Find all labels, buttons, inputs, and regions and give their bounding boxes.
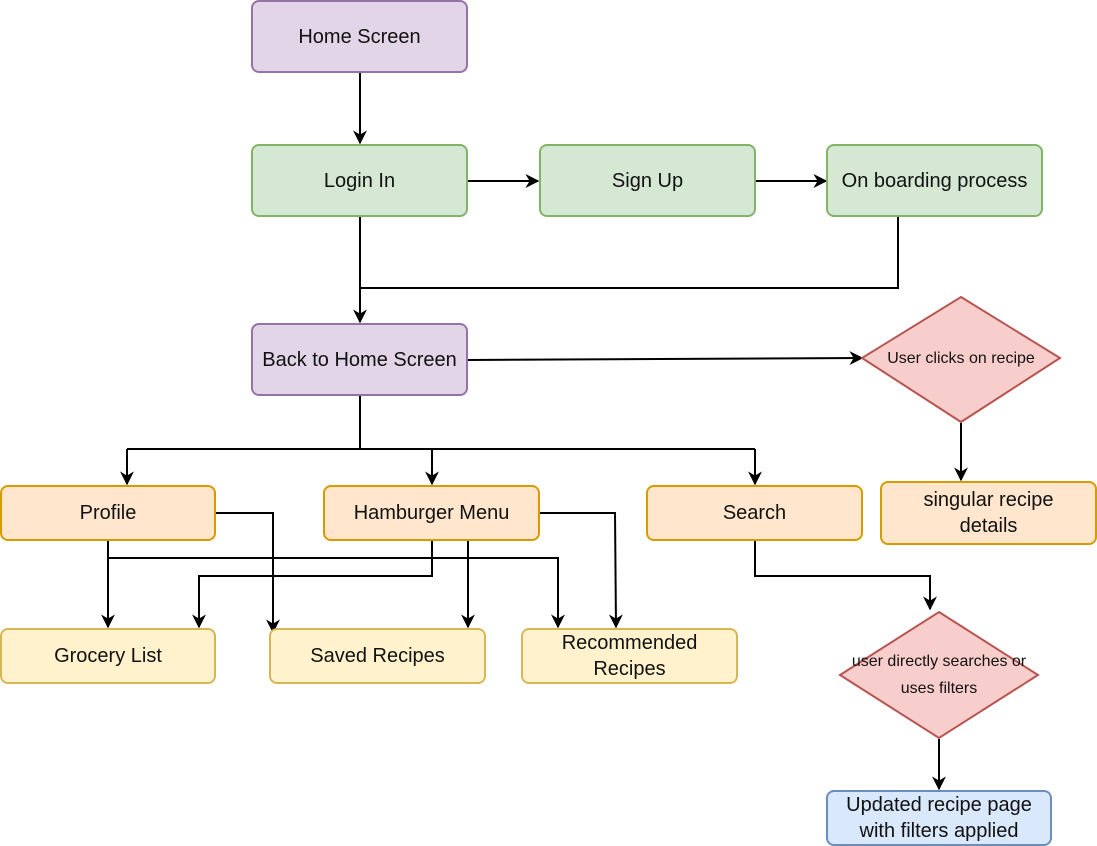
updated-recipe-page-label: Updated recipe page with filters applied	[846, 794, 1032, 842]
back-home-node[interactable]: Back to Home Screen	[251, 323, 468, 396]
grocery-list-node[interactable]: Grocery List	[0, 628, 216, 684]
sign-up-label: Sign Up	[611, 169, 684, 192]
hamburger-menu-node[interactable]: Hamburger Menu	[323, 485, 540, 541]
edge-hamburger-to-recommended	[540, 512, 623, 629]
home-screen-node[interactable]: Home Screen	[251, 0, 468, 73]
edge-search-to-decision	[754, 541, 937, 611]
edge-profile-to-recommended	[108, 557, 565, 629]
login-label: Login In	[323, 169, 396, 192]
grocery-list-label: Grocery List	[54, 645, 162, 667]
profile-node[interactable]: Profile	[0, 485, 216, 541]
search-node[interactable]: Search	[646, 485, 863, 541]
search-label: Search	[722, 502, 787, 524]
profile-label: Profile	[79, 502, 137, 524]
updated-recipe-page-node[interactable]: Updated recipe page with filters applied	[826, 790, 1052, 846]
login-node[interactable]: Login In	[251, 144, 468, 217]
recommended-recipes-label: Recommended Recipes	[561, 632, 698, 680]
edge-backhome-to-userclicks	[467, 351, 864, 366]
edge-onboarding-to-backhome	[360, 217, 899, 289]
back-home-label: Back to Home Screen	[262, 348, 457, 371]
saved-recipes-label: Saved Recipes	[310, 645, 445, 667]
user-clicks-recipe-diamond	[860, 295, 1062, 424]
edge-backhome-branch	[127, 396, 755, 450]
home-screen-label: Home Screen	[298, 25, 421, 48]
onboarding-label: On boarding process	[841, 169, 1028, 192]
saved-recipes-node[interactable]: Saved Recipes	[269, 628, 486, 684]
singular-recipe-label: singular recipe details	[923, 489, 1054, 537]
edge-profile-to-saved	[216, 512, 280, 634]
hamburger-menu-label: Hamburger Menu	[353, 502, 510, 524]
recommended-recipes-node[interactable]: Recommended Recipes	[521, 628, 738, 684]
search-decision-diamond	[838, 610, 1040, 740]
singular-recipe-node[interactable]: singular recipe details	[880, 481, 1097, 545]
sign-up-node[interactable]: Sign Up	[539, 144, 756, 217]
edge-hamburger-to-grocery	[192, 541, 433, 629]
onboarding-node[interactable]: On boarding process	[826, 144, 1043, 217]
